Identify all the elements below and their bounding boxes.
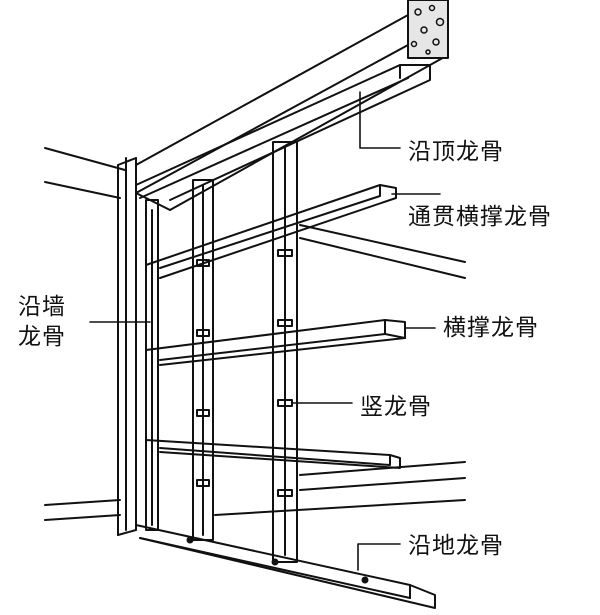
floor-track [135,524,436,609]
room-edges [44,147,466,521]
concrete-texture [410,4,445,55]
label-floor-track: 沿地龙骨 [408,533,504,559]
leader-lines [89,91,441,571]
label-top-track: 沿顶龙骨 [408,139,504,165]
wall-track [145,199,159,531]
ceiling-beam [135,0,449,211]
cross-channel [145,184,397,279]
lower-cross-channel [145,439,401,469]
label-brace: 横撑龙骨 [443,315,539,341]
label-wall-track: 沿墙 龙骨 [18,292,66,352]
horizontal-brace [145,319,406,366]
leader-top-track [359,91,401,149]
top-track [135,64,431,201]
label-wall-track-line1: 沿墙 [18,294,66,320]
side-wall-column [117,157,137,536]
label-cross-channel: 通贯横撑龙骨 [408,204,552,230]
label-wall-track-line2: 龙骨 [18,324,66,350]
label-stud: 竖龙骨 [360,394,432,420]
leader-floor-track [357,543,401,571]
